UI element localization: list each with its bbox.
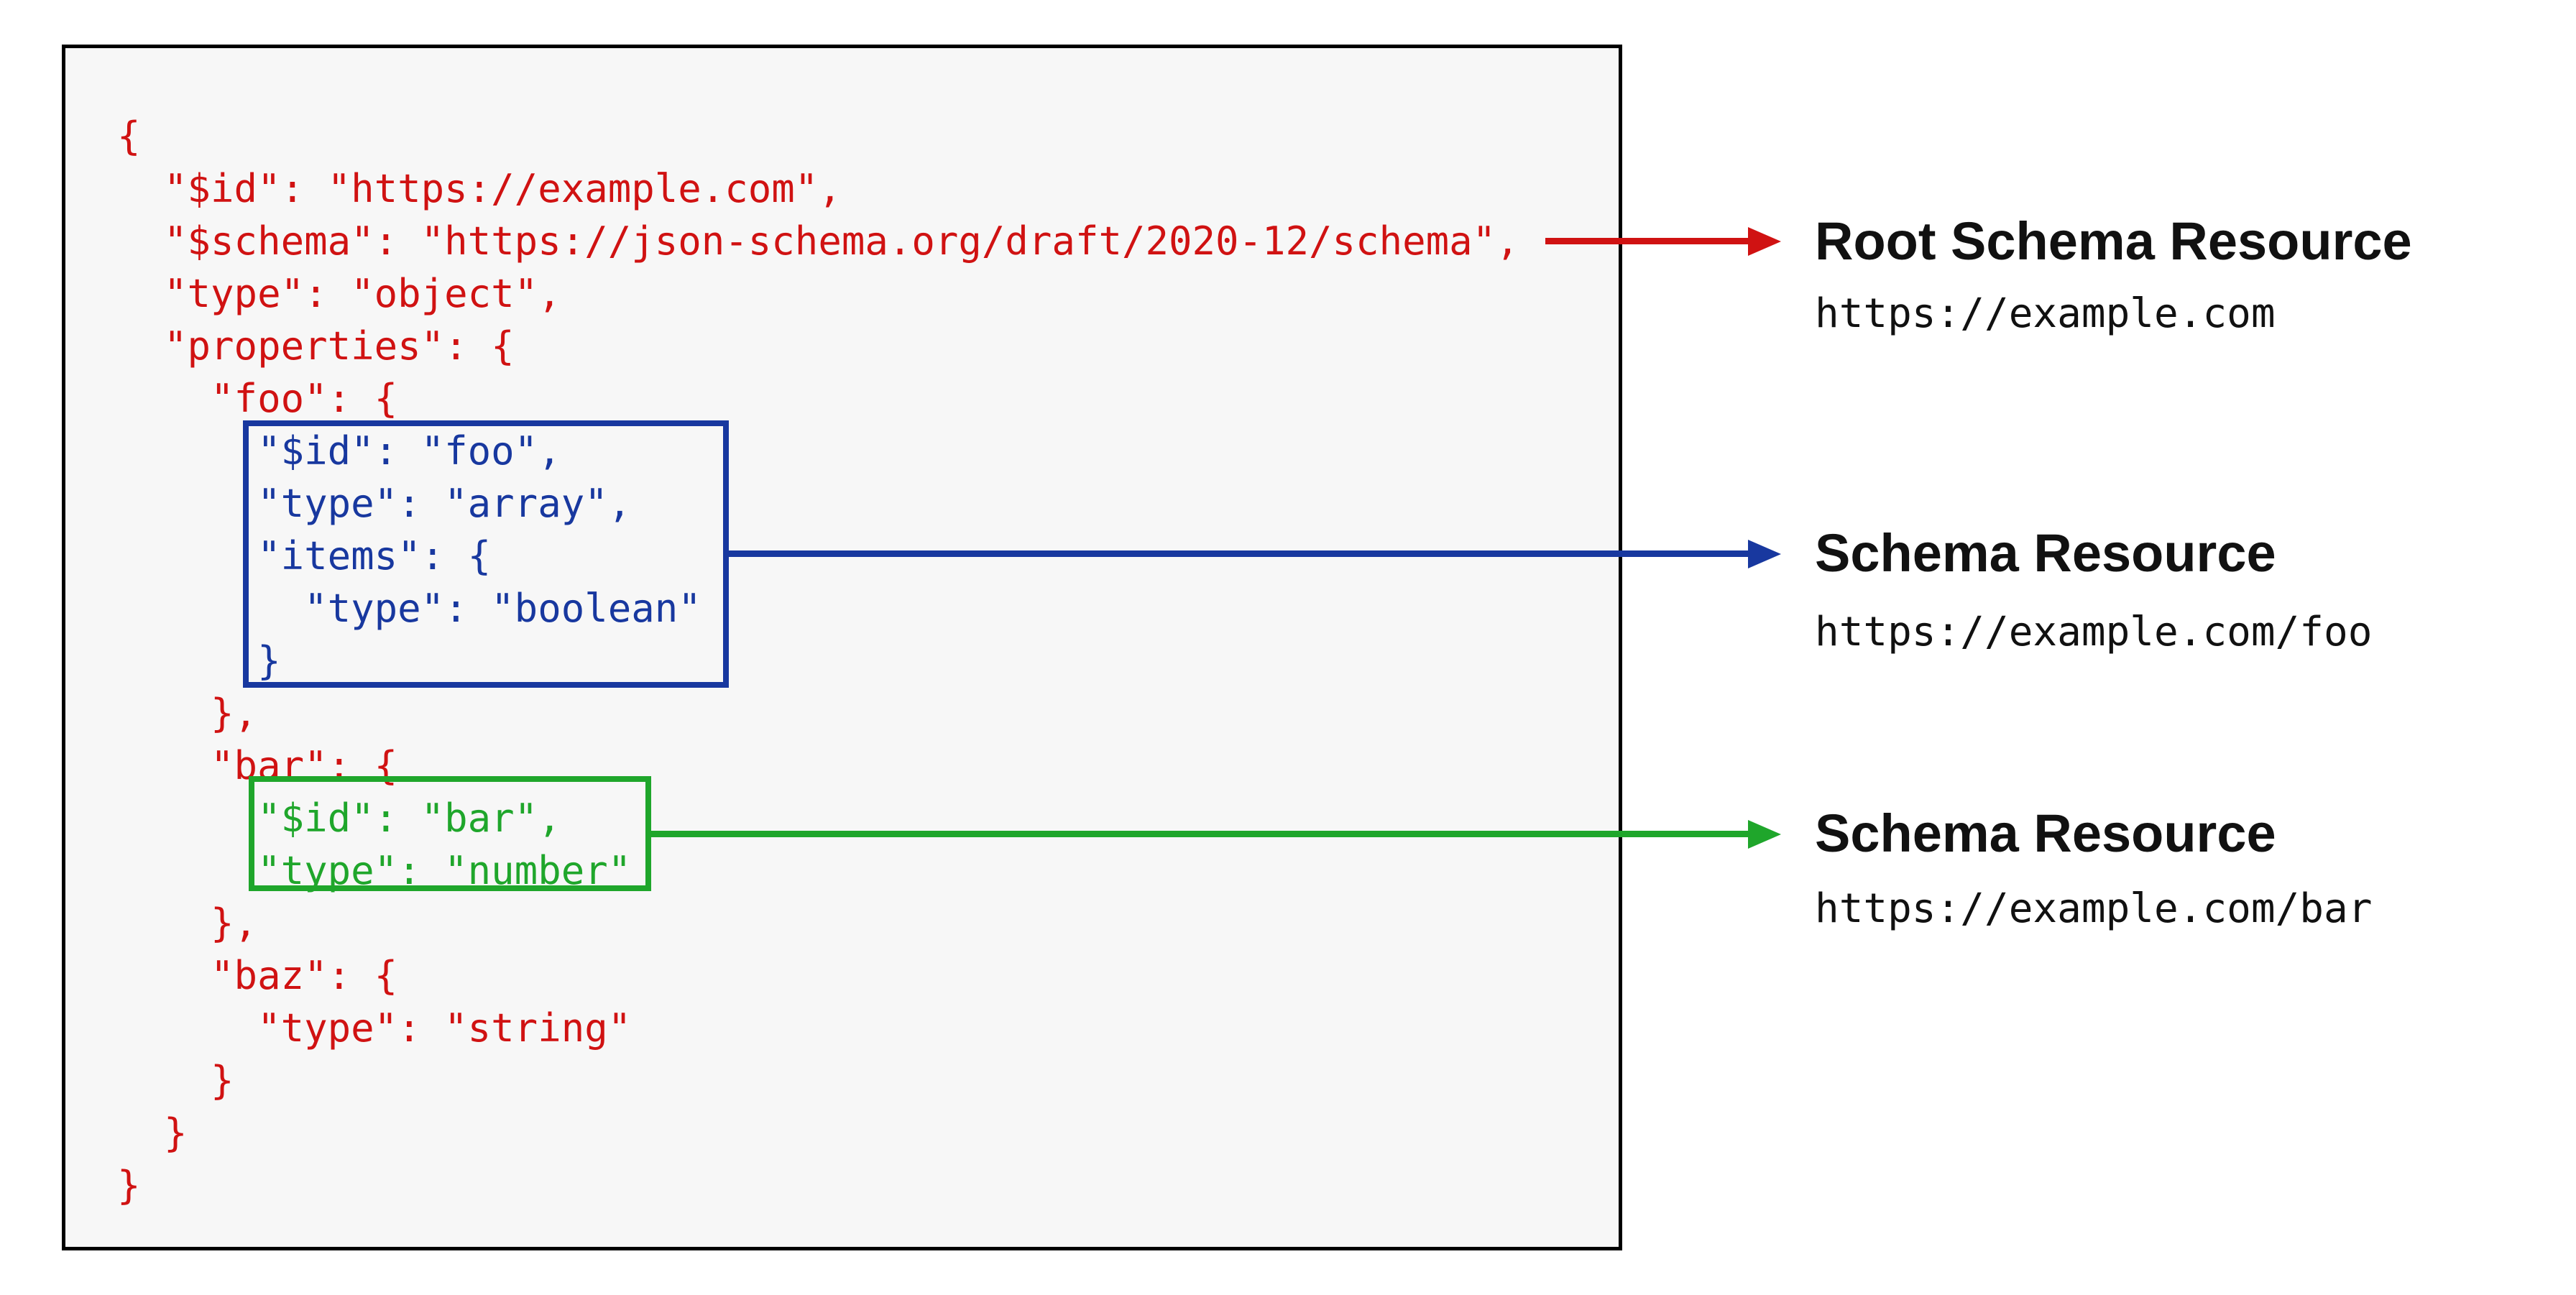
bar-schema-arrow-shaft	[651, 831, 1748, 837]
code-root-close-segment: }, "baz": { "type": "string" } } }	[117, 900, 632, 1208]
arrow-right-icon	[1748, 540, 1781, 568]
arrow-right-icon	[1748, 227, 1781, 256]
root-schema-resource-title: Root Schema Resource	[1815, 211, 2412, 271]
code-root-open-segment: { "$id": "https://example.com", "$schema…	[117, 114, 1519, 421]
code-mid-segment: }, "bar": {	[211, 691, 398, 788]
code-foo-schema-segment: "$id": "foo", "type": "array", "items": …	[257, 428, 702, 683]
json-code: { "$id": "https://example.com", "$schema…	[117, 110, 1519, 1212]
json-code-panel	[62, 45, 1622, 1250]
root-schema-resource-url: https://example.com	[1815, 290, 2276, 337]
bar-schema-highlight-box	[249, 776, 651, 891]
arrow-right-icon	[1748, 820, 1781, 849]
root-schema-arrow-shaft	[1545, 238, 1748, 244]
foo-schema-resource-url: https://example.com/foo	[1815, 609, 2373, 655]
foo-schema-resource-title: Schema Resource	[1815, 523, 2276, 583]
bar-schema-resource-title: Schema Resource	[1815, 803, 2276, 863]
bar-schema-resource-url: https://example.com/bar	[1815, 885, 2373, 932]
foo-schema-highlight-box	[243, 420, 729, 688]
foo-schema-arrow-shaft	[729, 550, 1748, 557]
